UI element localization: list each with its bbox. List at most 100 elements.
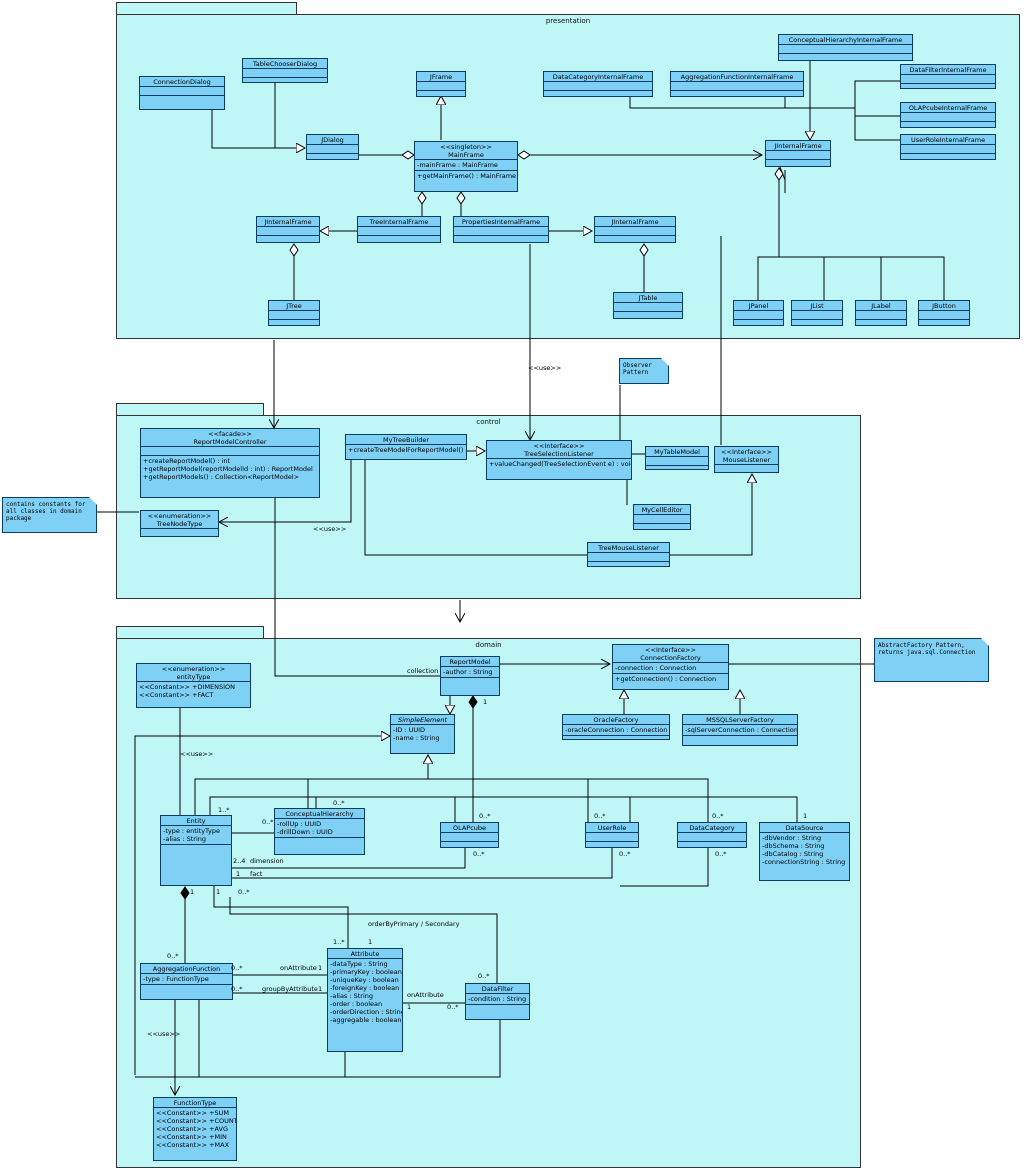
class-jtable[interactable]: JTable — [613, 292, 683, 319]
note-abstract-factory: AbstractFactory Pattern, returns java.sq… — [874, 638, 989, 682]
class-datafilterinternalframe[interactable]: DataFilterInternalFrame — [900, 64, 996, 89]
multiplicity-label: 0..* — [447, 1003, 459, 1011]
class-datacategory[interactable]: DataCategory — [677, 822, 747, 848]
class-mytreebuilder[interactable]: MyTreeBuilder +createTreeModelForReportM… — [345, 434, 467, 460]
multiplicity-label: 0..* — [478, 972, 490, 980]
class-olapcube[interactable]: OLAPcube — [440, 822, 499, 848]
class-entity[interactable]: Entity -type : entityType -alias : Strin… — [160, 815, 232, 886]
class-jinternalframe-right[interactable]: JInternalFrame — [765, 140, 831, 167]
class-attributes: -rollUp : UUID -drillDown : UUID — [275, 818, 364, 837]
class-reportmodel[interactable]: ReportModel -author : String — [440, 656, 500, 696]
attribute: -alias : String — [330, 992, 374, 1000]
attribute: -dbCatalog : String — [762, 850, 824, 858]
attribute: -drillDown : UUID — [277, 828, 333, 836]
class-simpleelement[interactable]: SimpleElement -ID : UUID -name : String — [390, 714, 455, 754]
class-attributes: <<Constant>> +SUM <<Constant>> +COUNT <<… — [154, 1107, 236, 1150]
class-functiontype[interactable]: FunctionType <<Constant>> +SUM <<Constan… — [153, 1097, 237, 1161]
class-name: TreeSelectionListener — [524, 450, 594, 458]
class-conceptualhierarchyinternalframe[interactable]: ConceptualHierarchyInternalFrame — [778, 34, 913, 61]
class-operations — [901, 153, 995, 159]
class-reportmodelcontroller[interactable]: <<facade>> ReportModelController +create… — [140, 428, 320, 498]
attribute: -sqlServerConnection : Connection — [685, 726, 798, 734]
class-oraclefactory[interactable]: OracleFactory -oracleConnection : Connec… — [562, 714, 670, 740]
class-mainframe[interactable]: <<singleton>> MainFrame -mainFrame : Mai… — [414, 141, 518, 192]
class-aggregationfunctioninternalframe[interactable]: AggregationFunctionInternalFrame — [670, 71, 804, 97]
class-name: JTable — [638, 294, 658, 302]
role-label: groupByAttribute — [262, 985, 318, 993]
operation: +getConnection() : Connection — [615, 675, 717, 683]
class-connectiondialog[interactable]: ConnectionDialog — [139, 76, 225, 110]
class-entitytype[interactable]: <<enumeration>> entityType <<Constant>> … — [136, 663, 251, 708]
class-name: DataFilter — [481, 985, 514, 993]
class-datasource[interactable]: DataSource -dbVendor : String -dbSchema … — [759, 822, 850, 881]
multiplicity-label: 1..* — [333, 938, 345, 946]
class-operations — [563, 735, 669, 739]
attribute: -condition : String — [468, 995, 527, 1003]
class-userroleinternalframe[interactable]: UserRoleInternalFrame — [900, 134, 996, 160]
class-name: UserRoleInternalFrame — [910, 136, 986, 144]
class-name: JInternalFrame — [774, 142, 822, 150]
class-datacategoryinternalframe[interactable]: DataCategoryInternalFrame — [543, 71, 653, 97]
class-treeselectionlistener[interactable]: <<Interface>> TreeSelectionListener +val… — [486, 440, 632, 480]
class-mssqlserverfactory[interactable]: MSSQLServerFactory -sqlServerConnection … — [682, 714, 798, 746]
class-treeinternalframe[interactable]: TreeInternalFrame — [357, 216, 441, 243]
class-operations — [634, 523, 690, 529]
operation: +getMainFrame() : MainFrame — [417, 172, 517, 180]
use-label: <<use>> — [528, 364, 562, 372]
class-datafilter[interactable]: DataFilter -condition : String — [465, 983, 530, 1020]
class-jtree[interactable]: JTree — [268, 300, 320, 326]
class-connectionfactory[interactable]: <<Interface>> ConnectionFactory -connect… — [612, 644, 729, 690]
class-jinternalframe-mid[interactable]: JInternalFrame — [594, 216, 676, 243]
class-tablechooserdialog[interactable]: TableChooserDialog — [242, 58, 328, 83]
class-treemouselistener[interactable]: TreeMouseListener — [587, 542, 670, 567]
class-jpanel[interactable]: JPanel — [733, 300, 784, 326]
class-mycelleditor[interactable]: MyCellEditor — [633, 504, 691, 530]
class-attributes: -dataType : String -primaryKey : boolean… — [328, 958, 402, 1025]
multiplicity-label: 0..* — [473, 850, 485, 858]
class-jframe[interactable]: JFrame — [416, 71, 466, 97]
multiplicity-label: 1 — [803, 812, 808, 820]
class-attributes — [646, 456, 708, 465]
class-operations — [307, 153, 358, 159]
multiplicity-label: 0..* — [479, 812, 491, 820]
class-jdialog[interactable]: JDialog — [306, 134, 359, 160]
multiplicity-label: 1 — [216, 888, 221, 896]
class-attributes: -sqlServerConnection : Connection — [683, 724, 797, 735]
multiplicity-label: 2..4 — [233, 857, 246, 865]
class-attributes — [919, 310, 969, 319]
class-name: JTree — [286, 302, 302, 310]
class-name: JButton — [932, 302, 956, 310]
class-propertiesinternalframe[interactable]: PropertiesInternalFrame — [453, 216, 549, 243]
class-jinternalframe-left[interactable]: JInternalFrame — [256, 216, 320, 243]
class-name: ReportModel — [449, 658, 491, 666]
class-jlist[interactable]: JList — [791, 300, 843, 326]
class-mytablemodel[interactable]: MyTableModel — [645, 446, 709, 470]
role-label: onAttribute — [280, 964, 317, 972]
class-attributes: -condition : String — [466, 993, 529, 1004]
class-name: UserRole — [597, 824, 627, 832]
class-jbutton[interactable]: JButton — [918, 300, 970, 326]
class-treenodetype[interactable]: <<enumeration>> TreeNodeType — [140, 510, 219, 537]
class-olapcubeinternalframe[interactable]: OLAPcubeInternalFrame — [900, 102, 996, 128]
class-name: entityType — [176, 673, 211, 681]
class-attribute[interactable]: Attribute -dataType : String -primaryKey… — [327, 948, 403, 1052]
class-name: JInternalFrame — [264, 218, 312, 226]
class-jlabel[interactable]: JLabel — [855, 300, 907, 326]
class-conceptualhierarchy[interactable]: ConceptualHierarchy -rollUp : UUID -dril… — [274, 808, 365, 855]
attribute: -primaryKey : boolean — [330, 968, 402, 976]
attribute: -connectionString : String — [762, 858, 846, 866]
multiplicity-label: 0..* — [712, 812, 724, 820]
attribute: -aggregable : boolean — [330, 1016, 402, 1024]
class-name: OLAPcubeInternalFrame — [908, 104, 988, 112]
class-attributes — [358, 226, 440, 235]
class-name: DataSource — [785, 824, 824, 832]
class-userrole[interactable]: UserRole — [585, 822, 639, 848]
class-mouselistener[interactable]: <<Interface>> MouseListener — [714, 446, 779, 473]
class-attributes — [243, 68, 327, 77]
class-name: JLabel — [871, 302, 891, 310]
class-name: JDialog — [321, 136, 344, 144]
class-aggregationfunction[interactable]: AggregationFunction -type : FunctionType — [140, 963, 233, 1000]
role-label: fact — [250, 870, 263, 878]
attribute: <<Constant>> +DIMENSION — [139, 683, 236, 691]
